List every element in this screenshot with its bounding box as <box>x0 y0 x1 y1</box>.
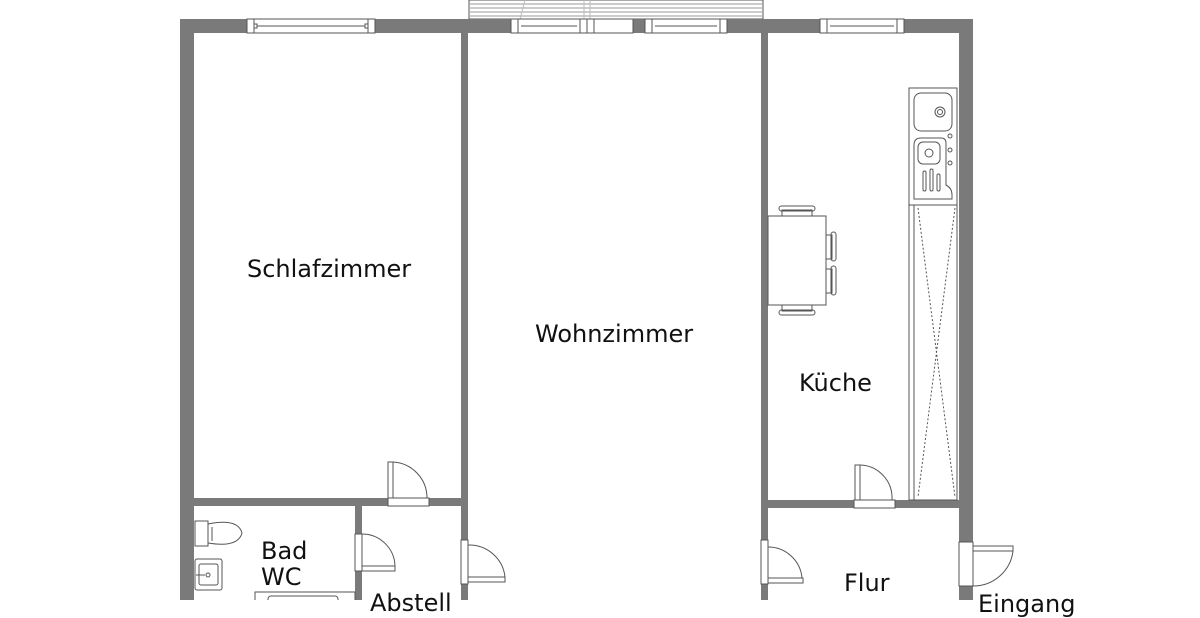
room-label-eingang: Eingang <box>978 590 1076 618</box>
bathroom-fixtures <box>194 520 356 600</box>
floor-plan <box>180 0 1014 600</box>
doors <box>354 461 1014 587</box>
walls <box>180 19 973 600</box>
door-bad <box>354 533 396 572</box>
cabinet-cross <box>917 207 956 498</box>
room-label-kueche: Küche <box>799 369 872 397</box>
room-label-schlafzimmer: Schlafzimmer <box>247 255 412 283</box>
kitchen-fixtures <box>767 87 958 501</box>
door-wohnzimmer <box>760 539 804 585</box>
door-schlafzimmer <box>387 461 430 507</box>
room-label-wc: WC <box>261 563 302 591</box>
room-label-flur: Flur <box>844 569 890 597</box>
windows <box>246 18 905 34</box>
room-label-bad: Bad <box>261 537 308 565</box>
balcony <box>468 0 764 20</box>
door-abstell <box>460 539 506 585</box>
door-eingang <box>958 541 1014 587</box>
room-label-abstell: Abstell <box>370 589 452 617</box>
room-label-wohnzimmer: Wohnzimmer <box>535 320 694 348</box>
door-kueche <box>853 464 896 509</box>
